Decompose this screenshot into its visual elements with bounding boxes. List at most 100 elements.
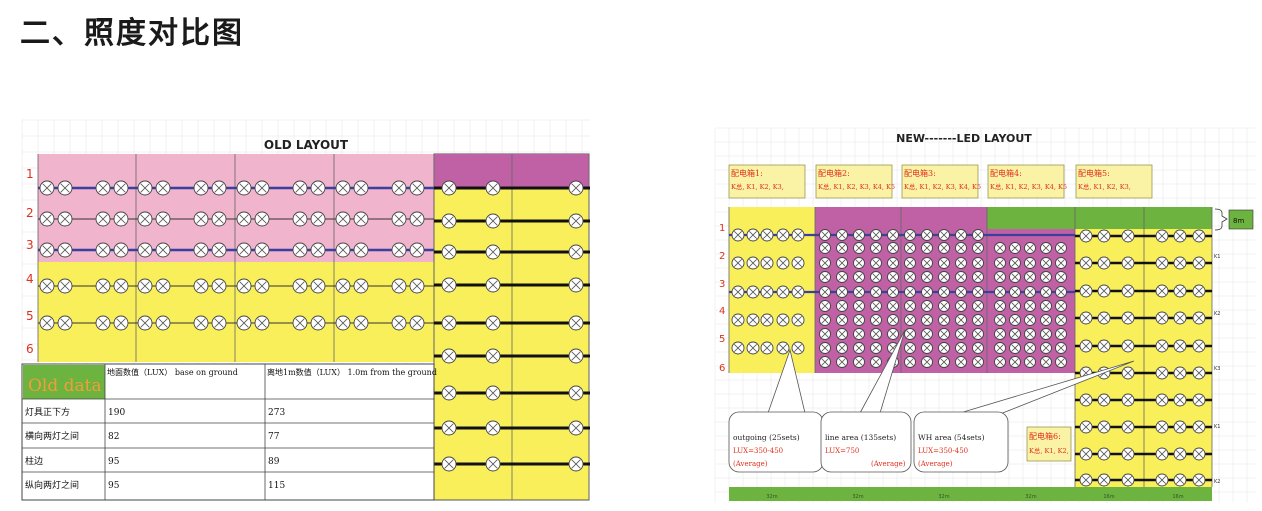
new-line-area-lamp xyxy=(836,314,848,326)
new-right-lamp xyxy=(1173,229,1187,243)
old-lamp xyxy=(137,278,153,294)
new-line-area-lamp xyxy=(819,229,831,241)
new-line-area-lamp xyxy=(819,356,831,368)
new-line-area-lamp xyxy=(904,356,916,368)
new-bottom-label: 32m xyxy=(1025,494,1036,500)
new-wh-lamp xyxy=(1055,271,1067,283)
new-right-lamp xyxy=(1173,473,1187,487)
new-wh-lamp xyxy=(1055,314,1067,326)
new-row-number: 1 xyxy=(719,223,725,234)
svg-text:配电箱3:: 配电箱3: xyxy=(904,168,936,178)
new-outgoing-lamp xyxy=(746,285,760,299)
new-line-area-lamp xyxy=(955,314,967,326)
old-lamp xyxy=(211,242,227,258)
new-wh-lamp xyxy=(994,356,1006,368)
new-line-area-lamp xyxy=(819,314,831,326)
new-line-area-lamp xyxy=(904,271,916,283)
new-right-lamp xyxy=(1121,256,1135,270)
new-bottom-label: 16m xyxy=(1103,494,1114,500)
old-lamp xyxy=(193,278,209,294)
new-line-area-lamp xyxy=(955,257,967,269)
new-wh-lamp xyxy=(1024,314,1036,326)
old-lamp xyxy=(113,242,129,258)
new-line-area-lamp xyxy=(904,242,916,254)
svg-text:273: 273 xyxy=(268,408,285,418)
new-right-lamp xyxy=(1121,393,1135,407)
old-right-lamp xyxy=(485,244,501,260)
new-right-lamp xyxy=(1192,366,1206,380)
new-line-area-lamp xyxy=(938,356,950,368)
svg-text:82: 82 xyxy=(108,432,119,442)
svg-text:95: 95 xyxy=(108,481,120,491)
new-line-area-lamp xyxy=(955,271,967,283)
old-lamp xyxy=(335,180,351,196)
old-lamp xyxy=(193,211,209,227)
new-wh-lamp xyxy=(1024,286,1036,298)
old-right-lamp xyxy=(441,348,457,364)
svg-text:K总, K1, K2,: K总, K1, K2, xyxy=(1029,446,1069,455)
distribution-box: 配电箱1:K总, K1, K2, K3, xyxy=(728,164,806,199)
new-line-area-lamp xyxy=(870,314,882,326)
section-heading: 二、照度对比图 xyxy=(20,16,244,51)
old-lamp xyxy=(155,180,171,196)
new-bottom-green-band xyxy=(729,487,1212,501)
new-right-lamp xyxy=(1192,284,1206,298)
old-lamp xyxy=(137,180,153,196)
new-line-area-lamp xyxy=(887,314,899,326)
old-lamp xyxy=(409,211,425,227)
new-outgoing-lamp xyxy=(776,341,790,355)
old-lamp xyxy=(95,211,111,227)
callout-bubble: outgoing (25sets)LUX=350-450(Average) xyxy=(728,348,824,473)
old-lamp xyxy=(391,242,407,258)
new-right-lamp xyxy=(1097,473,1111,487)
old-right-lamp xyxy=(568,180,584,196)
old-lamp xyxy=(353,278,369,294)
new-line-area-lamp xyxy=(938,271,950,283)
svg-text:190: 190 xyxy=(108,408,125,418)
old-lamp xyxy=(39,180,55,196)
new-right-lamp xyxy=(1121,311,1135,325)
svg-text:115: 115 xyxy=(268,481,285,491)
svg-text:(Average): (Average) xyxy=(871,460,906,468)
old-right-lamp xyxy=(568,420,584,436)
new-line-area-lamp xyxy=(938,229,950,241)
svg-text:K总, K1, K2, K3,: K总, K1, K2, K3, xyxy=(1078,182,1131,191)
new-right-lamp xyxy=(1192,311,1206,325)
new-outgoing-lamp xyxy=(791,256,805,270)
new-outgoing-lamp xyxy=(760,313,774,327)
new-right-lamp xyxy=(1097,284,1111,298)
new-outgoing-lamp xyxy=(760,228,774,242)
old-lamp xyxy=(113,180,129,196)
new-outgoing-lamp xyxy=(791,341,805,355)
new-right-lamp xyxy=(1079,256,1093,270)
new-line-area-lamp xyxy=(921,242,933,254)
new-wh-lamp xyxy=(1024,257,1036,269)
old-lamp xyxy=(310,242,326,258)
new-wh-lamp xyxy=(1024,342,1036,354)
old-lamp xyxy=(409,278,425,294)
svg-text:outgoing (25sets): outgoing (25sets) xyxy=(733,433,800,442)
old-lamp xyxy=(236,278,252,294)
old-lamp xyxy=(391,180,407,196)
new-line-area-lamp xyxy=(955,328,967,340)
old-right-lamp xyxy=(568,244,584,260)
old-lamp xyxy=(391,315,407,331)
new-right-lamp xyxy=(1173,311,1187,325)
new-right-lamp xyxy=(1155,284,1169,298)
new-right-lamp xyxy=(1079,229,1093,243)
new-line-area-lamp xyxy=(921,328,933,340)
old-lamp xyxy=(95,180,111,196)
new-outgoing-lamp xyxy=(746,341,760,355)
new-line-area-lamp xyxy=(836,286,848,298)
new-line-area-lamp xyxy=(887,300,899,312)
new-k-label: K1 xyxy=(1214,254,1220,260)
new-right-lamp xyxy=(1097,311,1111,325)
new-line-area-lamp xyxy=(853,356,865,368)
new-right-lamp xyxy=(1079,447,1093,461)
old-right-purple-band xyxy=(434,154,589,188)
old-header-1m: 离地1m数值（LUX） 1.0m from the ground xyxy=(267,367,437,377)
new-line-area-lamp xyxy=(904,328,916,340)
